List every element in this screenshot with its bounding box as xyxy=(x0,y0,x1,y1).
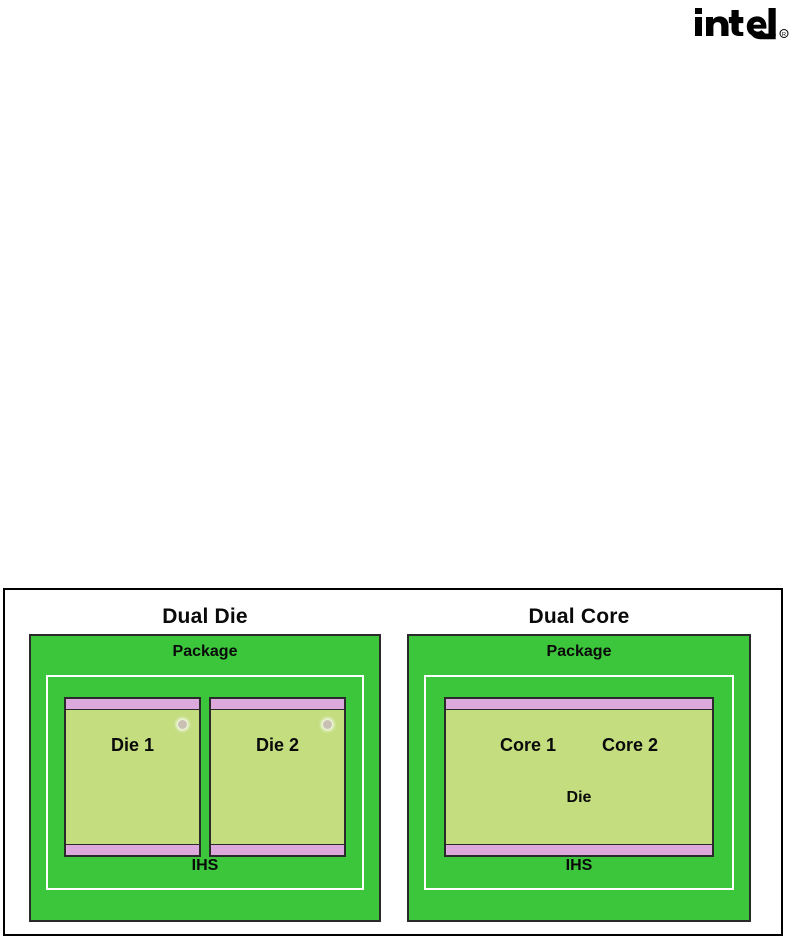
fiducial-marker-icon-die-2 xyxy=(323,720,332,729)
solder-strip-bottom-die-2 xyxy=(211,844,344,855)
ihs-frame-dual-die: Die 1 Die 2 IH xyxy=(46,675,364,890)
die-area-dual-die: Die 1 Die 2 xyxy=(48,677,362,888)
die-area-dual-core: Core 1 Core 2 Die xyxy=(426,677,732,888)
ihs-label-dual-core: IHS xyxy=(565,857,593,874)
package-box-dual-core: Package Core 1 Core 2 Die xyxy=(407,634,751,922)
panel-dual-die: Dual Die Package Die 1 xyxy=(5,590,393,934)
panel-dual-core: Dual Core Package Core 1 Core 2 D xyxy=(393,590,781,934)
package-box-dual-die: Package Die 1 xyxy=(29,634,381,922)
fiducial-marker-icon-die-1 xyxy=(178,720,187,729)
die-stack-shared: Core 1 Core 2 Die xyxy=(444,697,714,857)
package-label-dual-die: Package xyxy=(172,643,238,660)
solder-strip-bottom-shared-die xyxy=(446,844,712,855)
die-label-1: Die 1 xyxy=(110,735,155,755)
panel-container: Dual Die Package Die 1 xyxy=(5,590,781,934)
core-label-row: Core 1 Core 2 xyxy=(446,736,712,754)
die-caption-shared: Die xyxy=(566,789,592,806)
die-body-1: Die 1 xyxy=(66,710,199,844)
intel-logo: R xyxy=(694,4,790,40)
svg-text:R: R xyxy=(782,32,786,38)
die-body-shared: Core 1 Core 2 Die xyxy=(446,710,712,844)
die-stack-1: Die 1 xyxy=(64,697,201,857)
die-body-2: Die 2 xyxy=(211,710,344,844)
ihs-label-dual-die: IHS xyxy=(191,857,219,874)
figure-frame: Dual Die Package Die 1 xyxy=(3,588,783,936)
ihs-frame-dual-core: Core 1 Core 2 Die IHS xyxy=(424,675,734,890)
die-stack-2: Die 2 xyxy=(209,697,346,857)
panel-title-dual-core: Dual Core xyxy=(528,605,630,628)
solder-strip-bottom-die-1 xyxy=(66,844,199,855)
panel-title-dual-die: Dual Die xyxy=(162,605,248,628)
core-label-1: Core 1 xyxy=(499,735,556,755)
die-label-2: Die 2 xyxy=(255,735,300,755)
package-label-dual-core: Package xyxy=(546,643,612,660)
core-label-2: Core 2 xyxy=(602,735,659,755)
solder-strip-top-die-1 xyxy=(66,699,199,710)
solder-strip-top-die-2 xyxy=(211,699,344,710)
solder-strip-top-shared-die xyxy=(446,699,712,710)
